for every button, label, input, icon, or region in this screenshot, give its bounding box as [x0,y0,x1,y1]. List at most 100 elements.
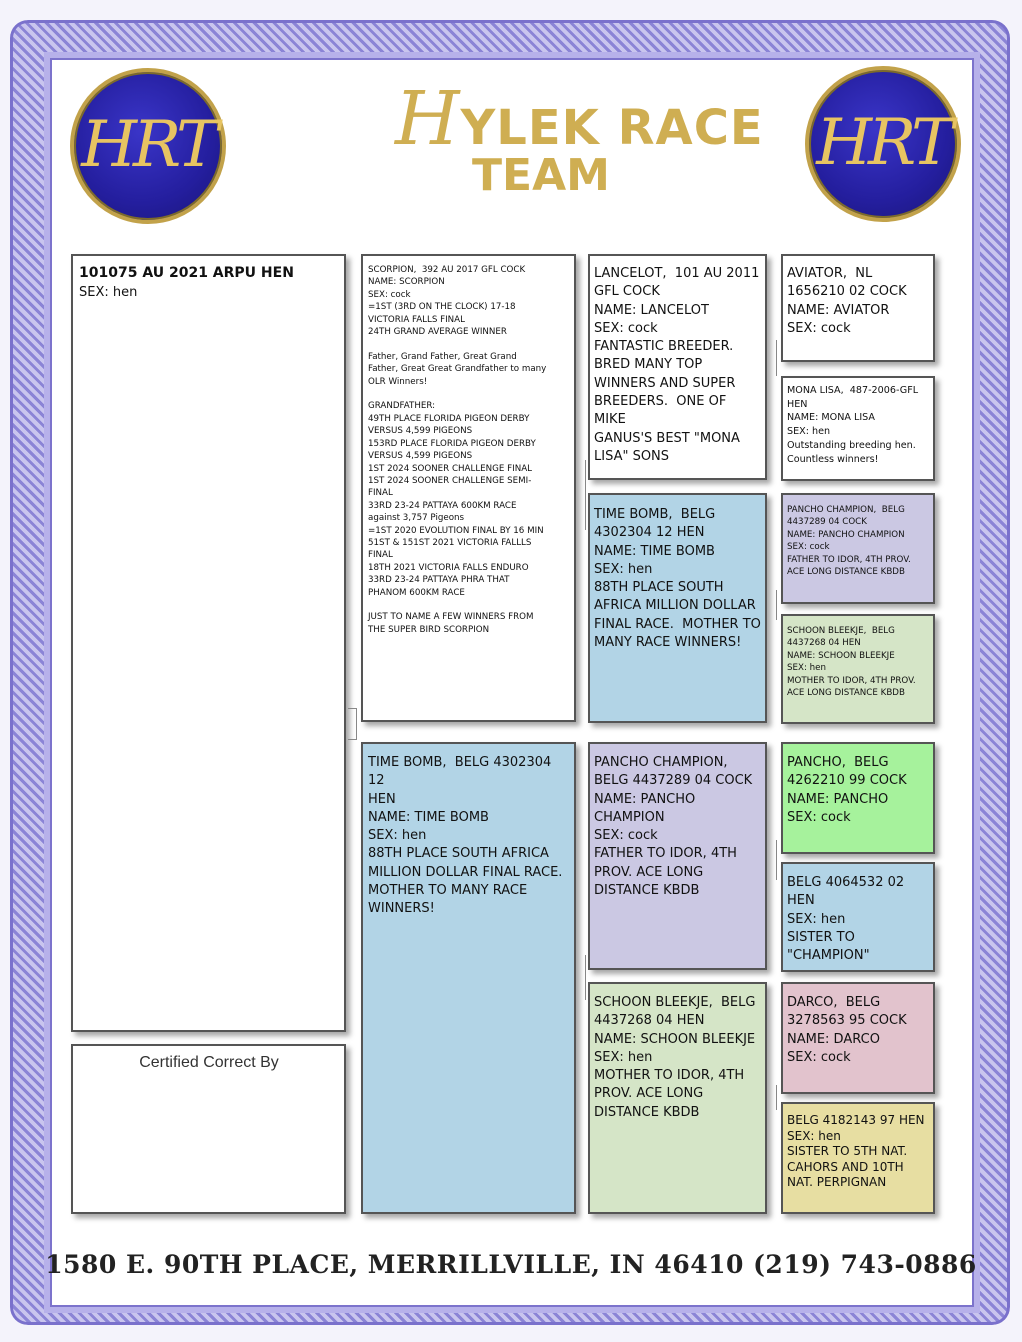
pedigree-line [368,599,570,611]
team-logo-right: HRT [805,66,961,222]
pedigree-line: BRED MANY TOP [594,357,703,373]
pedigree-line: PROV. ACE LONG [594,1086,704,1102]
pedigree-line: WINNERS! [368,901,435,917]
pedigree-line: VERSUS 4,599 PIGEONS [368,451,473,462]
pedigree-line: 18TH 2021 VICTORIA FALLS ENDURO [368,562,529,573]
pedigree-line: THE SUPER BIRD SCORPION [368,624,490,635]
pedigree-line: Outstanding breeding hen. [787,439,916,451]
pedigree-line: BREEDERS. ONE OF MIKE [594,394,731,428]
great-grandparent-details: MONA LISA, 487-2006-GFL HEN NAME: MONA LIS… [787,384,929,466]
pedigree-line: PHANOM 600KM RACE [368,587,465,598]
pedigree-line: MOTHER TO IDOR, 4TH PROV. [787,675,916,686]
pedigree-line: VERSUS 4,599 PIGEONS [368,426,473,437]
pedigree-line: "CHAMPION" [787,948,870,964]
pedigree-line: WINNERS AND SUPER [594,375,736,391]
title-initial: H [395,76,461,162]
pedigree-line: against 3,757 Pigeons [368,513,465,524]
pedigree-line: NAME: DARCO [787,1031,880,1047]
pedigree-line: 1ST 2024 SOONER CHALLENGE FINAL [368,463,532,474]
subject-ring: 101075 AU 2021 ARPU HEN [79,265,294,281]
pedigree-line: DISTANCE KBDB [594,883,700,899]
pedigree-line: SEX: cock [787,320,851,336]
pedigree-line: GANUS'S BEST "MONA [594,430,740,446]
pedigree-line: SISTER TO [787,929,855,945]
grandparent-details: SCHOON BLEEKJE, BELG 4437268 04 HEN NAME: … [594,994,761,1122]
pedigree-line: 4262210 99 COCK [787,773,907,789]
great-grandparent-box-mona-lisa: MONA LISA, 487-2006-GFL HEN NAME: MONA LIS… [781,376,935,481]
pedigree-line: LANCELOT, 101 AU 2011 [594,266,760,281]
pedigree-line: 4437268 04 HEN [594,1013,705,1029]
pedigree-line: FATHER TO IDOR, 4TH [594,846,737,862]
pedigree-line: SEX: hen [594,1049,653,1065]
pedigree-line: BELG 4064532 02 [787,875,905,890]
pedigree-line: FINAL RACE. MOTHER TO [594,616,761,632]
pedigree-line: SEX: hen [787,426,831,438]
pedigree-line: 4437289 04 COCK [787,517,867,528]
pedigree-line: LISA" SONS [594,448,670,464]
pedigree-line [368,338,570,350]
pedigree-line: 51ST & 151ST 2021 VICTORIA FALLLS [368,537,532,548]
pedigree-line: NAME: TIME BOMB [594,543,715,559]
connector [768,590,777,620]
pedigree-line: SEX: cock [787,809,851,825]
pedigree-line: HEN [787,398,808,410]
pedigree-line: SEX: hen [368,828,427,844]
pedigree-line: NAME: MONA LISA [787,412,875,424]
pedigree-line: CAHORS AND 10TH [787,1159,904,1174]
pedigree-line: PANCHO CHAMPION, BELG [787,505,905,515]
pedigree-line: AFRICA MILLION DOLLAR [594,598,756,614]
pedigree-line: SEX: cock [594,828,658,844]
pedigree-line: 1ST 2024 SOONER CHALLENGE SEMI- [368,475,532,486]
pedigree-line: NAT. PERPIGNAN [787,1175,887,1189]
pedigree-line: GRANDFATHER: [368,401,436,412]
pedigree-line: NAME: SCHOON BLEEKJE [594,1031,756,1047]
pedigree-line: MANY RACE WINNERS! [594,635,742,651]
pedigree-line: BELG 4182143 97 HEN [787,1113,925,1127]
pedigree-line: NAME: SCORPION [368,277,445,288]
connector [348,708,357,740]
connector [577,955,586,1000]
pedigree-line: 24TH GRAND AVERAGE WINNER [368,327,507,338]
pedigree-line: BELG 4437289 04 COCK [594,773,753,789]
pedigree-line: HEN [368,791,396,807]
pedigree-line: ACE LONG DISTANCE KBDB [787,567,905,578]
pedigree-line: 49TH PLACE FLORIDA PIGEON DERBY [368,413,530,424]
pedigree-line: FANTASTIC BREEDER. [594,339,734,355]
pedigree-line: SCHOON BLEEKJE, BELG [787,626,895,636]
connector [768,340,777,376]
pedigree-line: SEX: cock [787,1049,851,1065]
pedigree-line: MOTHER TO IDOR, 4TH [594,1068,745,1084]
pedigree-line: SEX: hen [787,663,827,674]
pedigree-line: SCHOON BLEEKJE, BELG [594,995,756,1010]
pedigree-line: CHAMPION [594,809,665,825]
pedigree-line: NAME: TIME BOMB [368,809,489,825]
pedigree-line: FATHER TO IDOR, 4TH PROV. [787,554,911,565]
team-logo-left: HRT [70,68,226,224]
connector [768,1085,777,1110]
pedigree-line: HEN [787,893,815,909]
pedigree-line [368,388,570,400]
subject-sex: SEX: hen [79,285,138,300]
pedigree-line: Father, Great Great Grandfather to many [368,364,547,375]
pedigree-line: OLR Winners! [368,376,428,387]
pedigree-line: MONA LISA, 487-2006-GFL [787,385,919,396]
pedigree-line: MOTHER TO MANY RACE [368,883,528,899]
pedigree-line: Father, Grand Father, Great Grand [368,351,517,362]
pedigree-line: AVIATOR, NL [787,266,873,281]
connector [768,840,777,880]
